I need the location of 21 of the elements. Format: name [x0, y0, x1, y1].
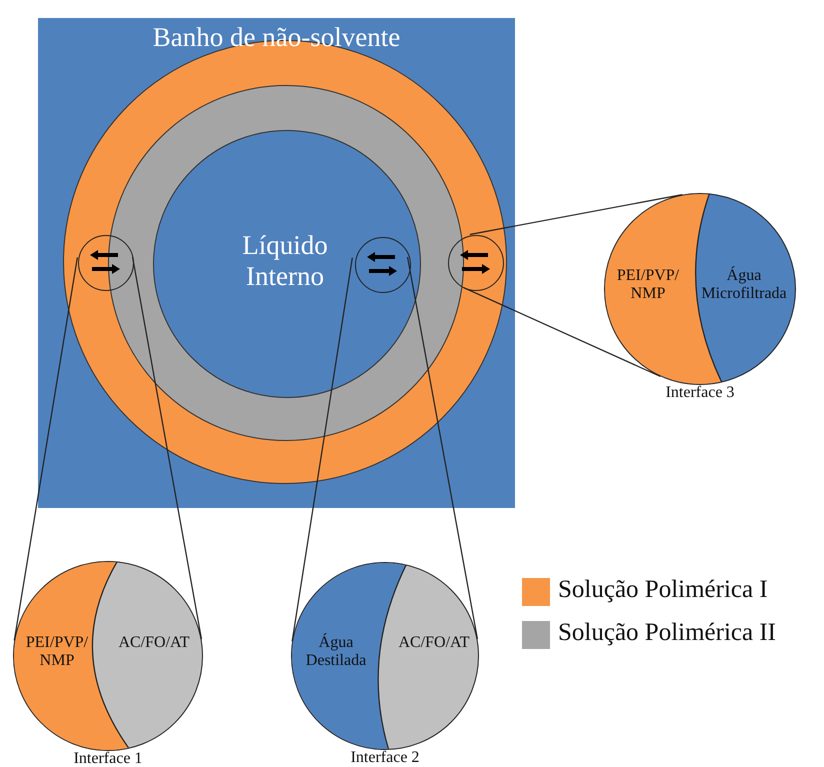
interface-circle [448, 235, 504, 291]
core-label: Líquido Interno [241, 230, 329, 292]
component-label: Água Destilada [304, 634, 368, 671]
component-label: AC/FO/AT [397, 634, 471, 652]
component-label: Água Microfiltrada [700, 267, 788, 304]
leader-line [406, 256, 478, 640]
interface-caption: Interface 1 [72, 750, 144, 767]
interface-caption: Interface 3 [664, 384, 736, 402]
legend-label: Solução Polimérica I [558, 576, 769, 605]
component-label: AC/FO/AT [117, 634, 191, 652]
component-label: PEI/PVP/ NMP [24, 634, 90, 671]
component-label: PEI/PVP/ NMP [616, 267, 680, 304]
bath-title: Banho de não-solvente [152, 22, 402, 54]
interface-circle [78, 235, 134, 291]
leader-line [292, 258, 353, 642]
interface-circle [355, 237, 411, 293]
legend-label: Solução Polimérica II [558, 619, 777, 648]
interface-caption: Interface 2 [350, 749, 420, 767]
leader-line [132, 256, 202, 640]
bath-square [38, 18, 515, 508]
leader-line [470, 194, 682, 236]
